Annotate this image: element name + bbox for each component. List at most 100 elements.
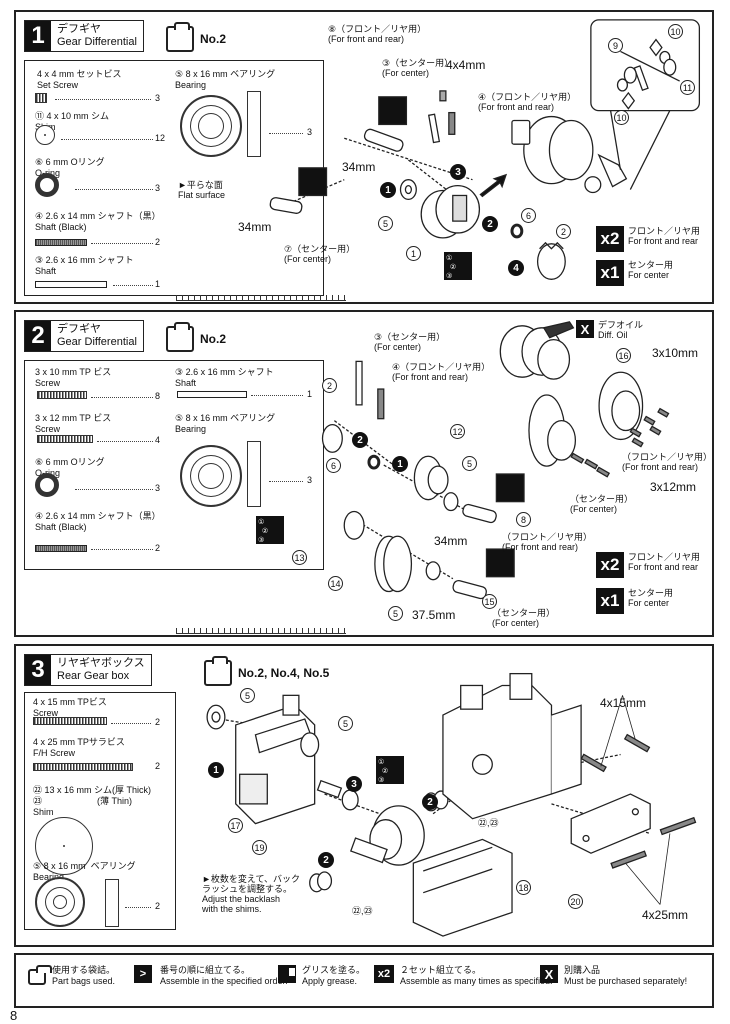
parts-bag-icon — [204, 656, 232, 686]
bearing-icon — [180, 95, 242, 157]
legend-order: 番号の順に組立てる。 Assemble in the specified ord… — [160, 965, 288, 986]
shaft-icon — [35, 281, 107, 288]
shim-icon — [35, 817, 93, 875]
callout-2: 2 — [556, 224, 571, 239]
step-title-jp: リヤギヤボックス — [57, 657, 145, 669]
step-number: 1 — [25, 21, 51, 51]
label-4x4mm: 4x4mm — [446, 58, 486, 72]
scale-ruler — [176, 295, 346, 301]
callout-17: 17 — [228, 818, 243, 833]
step-title-jp: デフギヤ — [57, 23, 101, 35]
times-1-icon: x1 — [596, 588, 624, 614]
order-2b-icon: 2 — [318, 852, 334, 868]
label-center-3: ③（センター用） (For center) — [374, 332, 446, 352]
qty: 12 — [155, 133, 166, 143]
bearing-side-icon — [105, 879, 119, 927]
qty: 4 — [155, 435, 161, 445]
order-icon: > — [134, 965, 152, 983]
page-number: 8 — [10, 1008, 18, 1023]
part-set-screw: 4 x 4 mm セットビス Set Screw — [37, 69, 122, 90]
black-shaft-icon — [35, 545, 87, 552]
label-backlash-note: ►枚数を変えて、バック ラッシュを調整する。 Adjust the backla… — [202, 874, 301, 914]
part-bearing: ⑤ 8 x 16 mm ベアリング Bearing — [33, 861, 136, 882]
callout-5b: 5 — [388, 606, 403, 621]
step-title-en: Gear Differential — [57, 336, 137, 348]
label-front-rear-4: ④（フロント／リヤ用） (For front and rear) — [392, 362, 491, 382]
part-bearing: ⑤ 8 x 16 mm ベアリング Bearing — [175, 413, 276, 434]
part-tp-screw-12: 3 x 12 mm TP ビス Screw — [35, 413, 112, 434]
parts-bag-icon — [166, 322, 194, 352]
callout-6: 6 — [521, 208, 536, 223]
dimension-34mm-a: 34mm — [342, 160, 376, 174]
label-x1: センター用 For center — [628, 260, 674, 280]
step-number: 2 — [25, 321, 51, 351]
label-shims-22-23-a: ㉒,㉓ — [478, 818, 499, 828]
qty: 8 — [155, 391, 161, 401]
callout-16: 16 — [616, 348, 631, 363]
qty: 3 — [307, 127, 313, 137]
label-front-rear-8: （フロント／リヤ用） (For front and rear) — [502, 532, 593, 552]
part-shaft: ③ 2.6 x 16 mm シャフト Shaft — [35, 255, 134, 276]
black-shaft-icon — [35, 239, 87, 246]
label-flat-surface: ►平らな面 Flat surface — [178, 180, 226, 200]
order-1-icon: 1 — [380, 182, 396, 198]
order-3-icon: 3 — [450, 164, 466, 180]
dimension-34mm-b: 34mm — [238, 220, 272, 234]
step-3-panel: 3 リヤギヤボックス Rear Gear box No.2, No.4, No.… — [14, 644, 714, 947]
label-x2: フロント／リヤ用 For front and rear — [628, 552, 701, 572]
qty: 1 — [307, 389, 313, 399]
step-1-title: 1 デフギヤ Gear Differential — [24, 20, 144, 52]
callout-5a: 5 — [240, 688, 255, 703]
part-tp-screw-15: 4 x 15 mm TPビス Screw — [33, 697, 107, 718]
step-number: 3 — [25, 655, 51, 685]
order-1-icon: 1 — [392, 456, 408, 472]
qty: 3 — [155, 483, 161, 493]
qty: 2 — [155, 543, 161, 553]
callout-2: 2 — [322, 378, 337, 393]
label-center-15: （センター用） (For center) — [492, 608, 556, 628]
times-2-icon: x2 — [596, 226, 624, 252]
legend-parts-bag: 使用する袋詰。 Part bags used. — [52, 965, 116, 986]
order-2-icon: 2 — [482, 216, 498, 232]
callout-20: 20 — [568, 894, 583, 909]
part-shaft: ③ 2.6 x 16 mm シャフト Shaft — [175, 367, 274, 388]
parts-list: 3 x 10 mm TP ビス Screw 8 3 x 12 mm TP ビス … — [24, 360, 324, 570]
times-2-icon: x2 — [596, 552, 624, 578]
screw-icon — [37, 435, 93, 443]
part-tp-screw-10: 3 x 10 mm TP ビス Screw — [35, 367, 112, 388]
part-shaft-black: ④ 2.6 x 14 mm シャフト（黒） Shaft (Black) — [35, 211, 161, 232]
callout-1: 1 — [406, 246, 421, 261]
callout-5b: 5 — [338, 716, 353, 731]
callout-11: 11 — [680, 80, 695, 95]
dimension-3x10mm: 3x10mm — [652, 346, 699, 360]
scale-ruler — [176, 628, 346, 634]
times-2-icon: x2 — [374, 965, 394, 983]
bag-number: No.2 — [200, 32, 227, 46]
label-center-3: ③（センター用） (For center) — [382, 58, 454, 78]
label-front-rear: （フロント／リヤ用） (For front and rear) — [622, 452, 713, 472]
qty: 2 — [155, 237, 161, 247]
dimension-4x25mm: 4x25mm — [642, 908, 689, 922]
callout-15: 15 — [482, 594, 497, 609]
step-title-jp: デフギヤ — [57, 323, 101, 335]
order-3-icon: 3 — [346, 776, 362, 792]
qty: 2 — [155, 761, 161, 771]
parts-list: 4 x 15 mm TPビス Screw 2 4 x 25 mm TPサラビス … — [24, 692, 176, 930]
callout-6: 6 — [326, 458, 341, 473]
part-bearing: ⑤ 8 x 16 mm ベアリング Bearing — [175, 69, 276, 90]
callout-13: 13 — [292, 550, 307, 565]
label-shims-22-23-b: ㉒,㉓ — [352, 906, 373, 916]
callout-5: 5 — [378, 216, 393, 231]
part-shaft-black: ④ 2.6 x 14 mm シャフト（黒） Shaft (Black) — [35, 511, 161, 532]
label-x2: フロント／リヤ用 For front and rear — [628, 226, 701, 246]
callout-19: 19 — [252, 840, 267, 855]
qty: 2 — [155, 901, 161, 911]
callout-8: 8 — [516, 512, 531, 527]
shim-icon — [35, 125, 55, 145]
part-shim: ㉒ 13 x 16 mm シム(厚 Thick) ㉓ (薄 Thin) Shim — [33, 785, 152, 817]
callout-9: 9 — [608, 38, 623, 53]
label-front-rear-8: ⑧（フロント／リヤ用） (For front and rear) — [328, 24, 427, 44]
